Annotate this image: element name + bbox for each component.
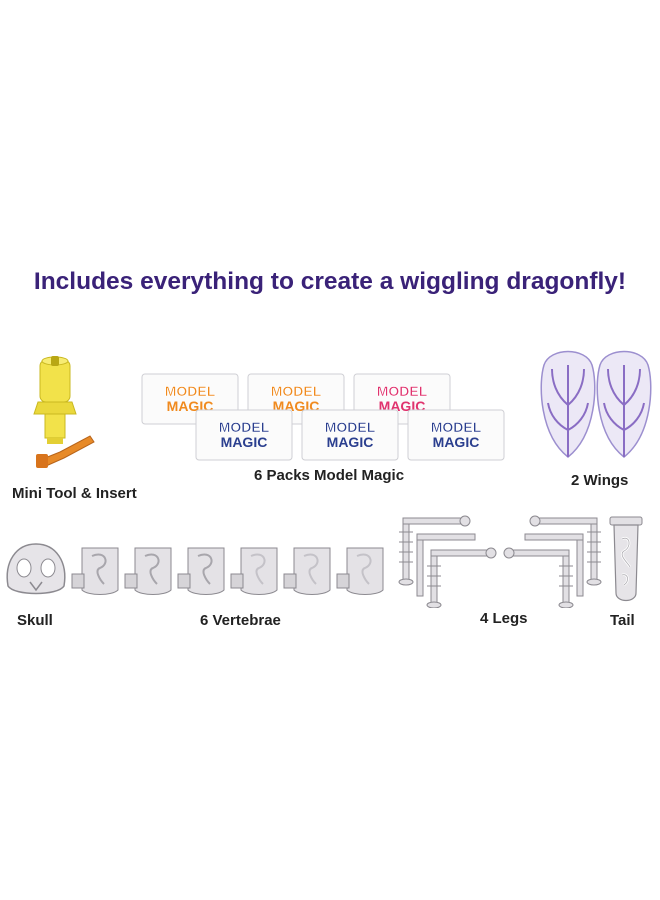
pack-logo-line1: MODEL [325, 419, 376, 435]
item-label-wings: 2 Wings [571, 472, 629, 489]
headline: Includes everything to create a wiggling… [33, 268, 627, 295]
leg-icon [398, 515, 602, 608]
vertebra [71, 547, 119, 595]
wing-icon [540, 350, 652, 458]
model-magic-pack-icon: MODELMAGICMODELMAGICMODELMAGICMODELMAGIC… [141, 373, 505, 461]
item-label-skull: Skull [17, 612, 53, 629]
tail-icon [609, 516, 643, 602]
pack-logo-line1: MODEL [431, 419, 482, 435]
skull-icon [6, 543, 66, 595]
vertebra [230, 547, 278, 595]
pack-logo-line1: MODEL [219, 419, 270, 435]
pack-logo-line1: MODEL [165, 383, 216, 399]
item-label-tail: Tail [610, 612, 635, 629]
pack-logo-line1: MODEL [271, 383, 322, 399]
pack-logo-line1: MODEL [377, 383, 428, 399]
item-label-packs: 6 Packs Model Magic [254, 467, 405, 484]
item-label-tool: Mini Tool & Insert [12, 485, 137, 502]
item-label-vertebrae: 6 Vertebrae [200, 612, 281, 629]
tool-icon [33, 356, 95, 468]
vertebra-icon [71, 547, 384, 595]
vertebra [283, 547, 331, 595]
item-label-legs: 4 Legs [480, 610, 528, 627]
vertebra [124, 547, 172, 595]
pack-logo-line2: MAGIC [221, 434, 268, 450]
pack-logo-line2: MAGIC [433, 434, 480, 450]
vertebra [177, 547, 225, 595]
vertebra [336, 547, 384, 595]
pack-logo-line2: MAGIC [327, 434, 374, 450]
